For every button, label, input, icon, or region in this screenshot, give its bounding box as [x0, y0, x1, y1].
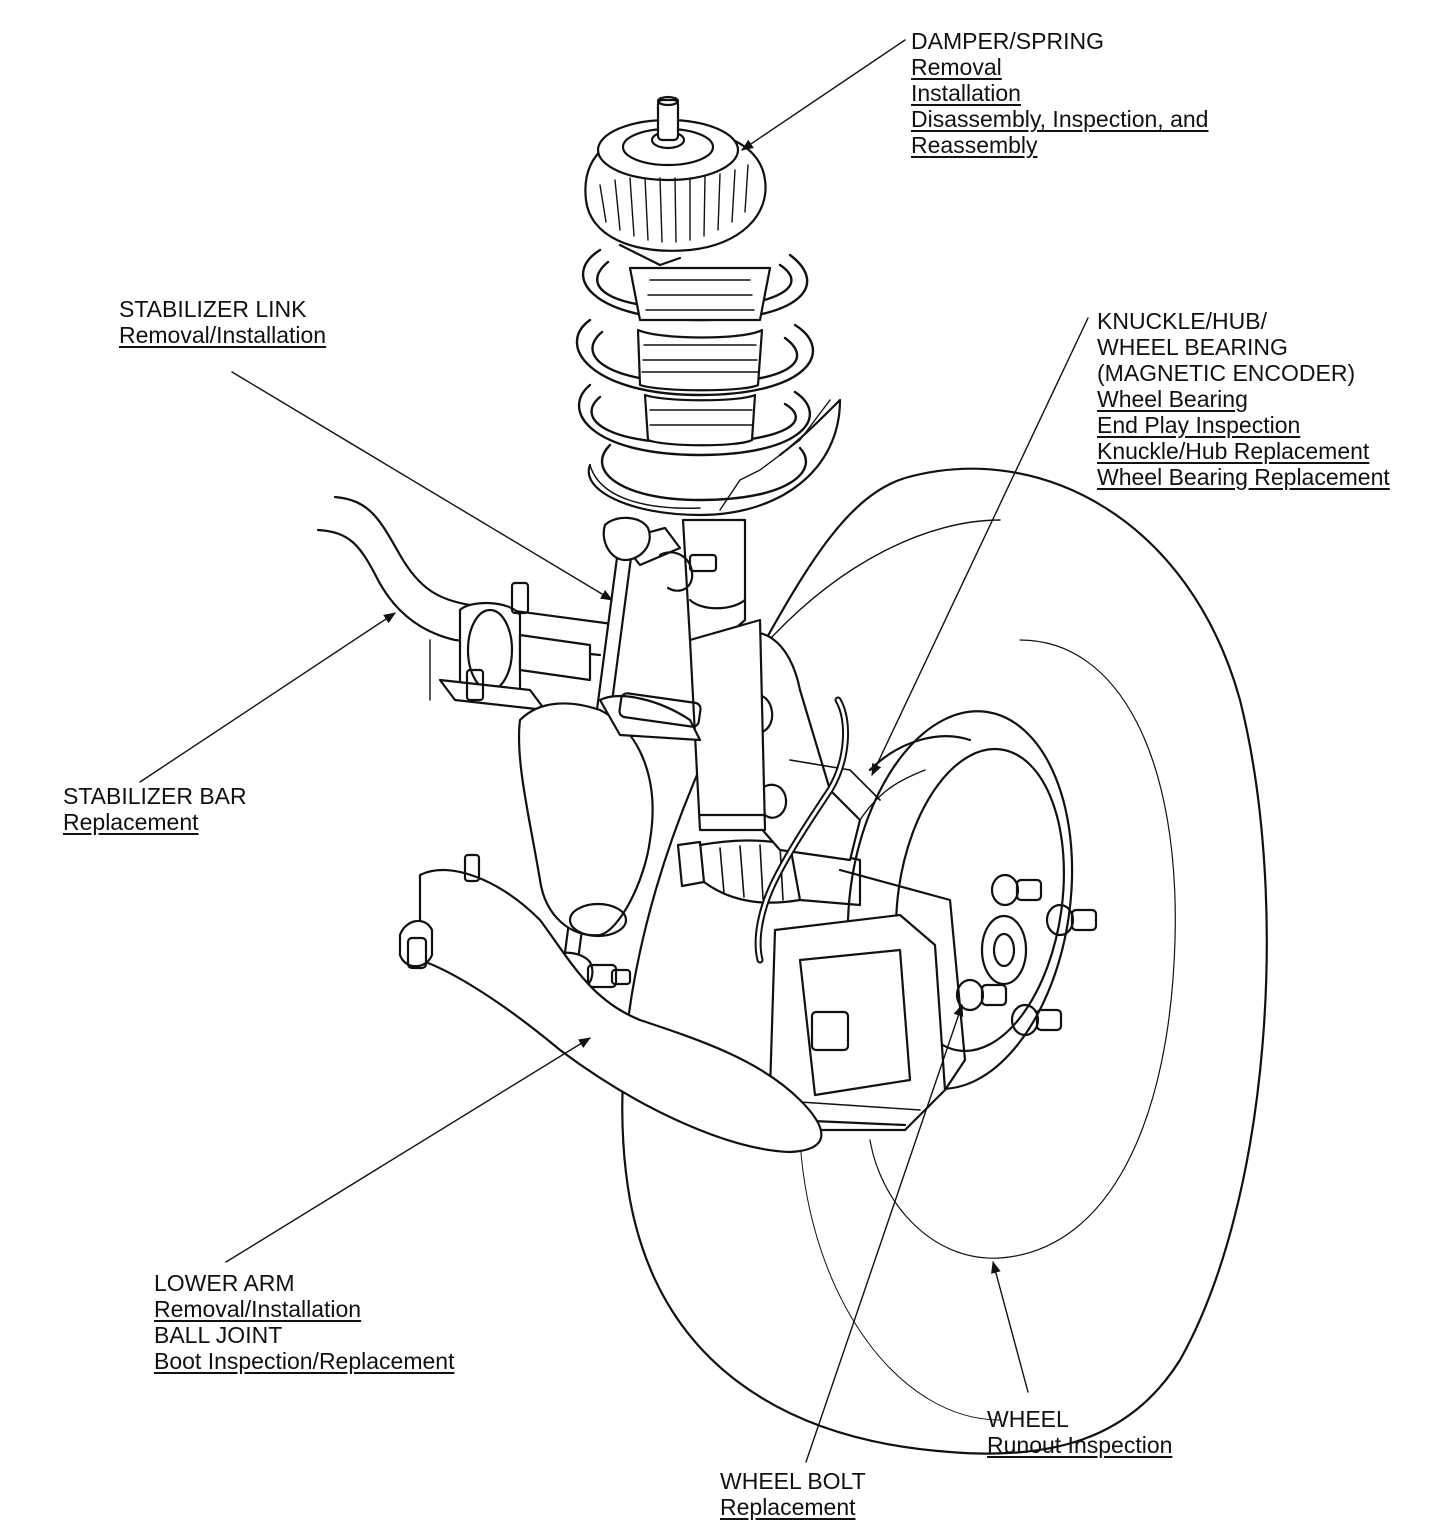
ball-joint-title: BALL JOINT	[154, 1322, 283, 1348]
stabilizer-link-removal-link[interactable]: Removal/Installation	[119, 322, 327, 348]
damper-installation-link[interactable]: Installation	[911, 80, 1021, 106]
wheel-callout: WHEEL Runout Inspection	[987, 1406, 1172, 1458]
stabilizer-link-callout: STABILIZER LINK Removal/Installation	[119, 296, 326, 348]
lower-arm	[398, 692, 823, 1154]
wheel-bolts	[955, 873, 1098, 1037]
brake-caliper	[768, 868, 967, 1132]
damper-removal-link[interactable]: Removal	[911, 54, 1002, 80]
strut-top-mount	[584, 95, 767, 267]
boot-inspection-link[interactable]: Boot Inspection/Replacement	[154, 1348, 455, 1374]
lower-arm-title: LOWER ARM	[154, 1270, 295, 1296]
damper-disassembly-link[interactable]: Disassembly, Inspection, and	[911, 106, 1209, 132]
stabilizer-bracket	[438, 581, 592, 712]
stabilizer-bar-callout: STABILIZER BAR Replacement	[63, 783, 247, 835]
wheel-bearing-replacement-link[interactable]: Wheel Bearing Replacement	[1097, 464, 1390, 490]
lower-spring-seat	[587, 398, 842, 517]
knuckle-hub-title-line-3: (MAGNETIC ENCODER)	[1097, 360, 1356, 386]
wheel-bolt-callout: WHEEL BOLT Replacement	[720, 1468, 866, 1520]
stabilizer-bar	[316, 495, 622, 701]
damper-spring-callout: DAMPER/SPRING Removal Installation Disas…	[911, 28, 1208, 158]
end-play-inspection-link[interactable]: End Play Inspection	[1097, 412, 1301, 438]
knuckle-hub-callout: KNUCKLE/HUB/ WHEEL BEARING (MAGNETIC ENC…	[1097, 308, 1390, 490]
stabilizer-link-title: STABILIZER LINK	[119, 296, 307, 322]
wheel-bolt-replacement-link[interactable]: Replacement	[720, 1494, 856, 1520]
damper-body	[628, 266, 772, 447]
knuckle-hub-title-line-1: KNUCKLE/HUB/	[1097, 308, 1267, 334]
lower-arm-callout: LOWER ARM Removal/Installation BALL JOIN…	[154, 1270, 454, 1374]
strut-body	[618, 518, 767, 832]
damper-reassembly-link[interactable]: Reassembly	[911, 132, 1038, 158]
wheel-bearing-link[interactable]: Wheel Bearing	[1097, 386, 1248, 412]
wheel-title: WHEEL	[987, 1406, 1069, 1432]
knuckle-hub-title-line-2: WHEEL BEARING	[1097, 334, 1288, 360]
stabilizer-bar-title: STABILIZER BAR	[63, 783, 247, 809]
damper-spring-title: DAMPER/SPRING	[911, 28, 1104, 54]
leader-lines	[139, 39, 1089, 1463]
wheel-bolt-title: WHEEL BOLT	[720, 1468, 866, 1494]
stabilizer-bar-replacement-link[interactable]: Replacement	[63, 809, 199, 835]
knuckle-hub-replacement-link[interactable]: Knuckle/Hub Replacement	[1097, 438, 1370, 464]
lower-arm-removal-link[interactable]: Removal/Installation	[154, 1296, 362, 1322]
runout-inspection-link[interactable]: Runout Inspection	[987, 1432, 1173, 1458]
